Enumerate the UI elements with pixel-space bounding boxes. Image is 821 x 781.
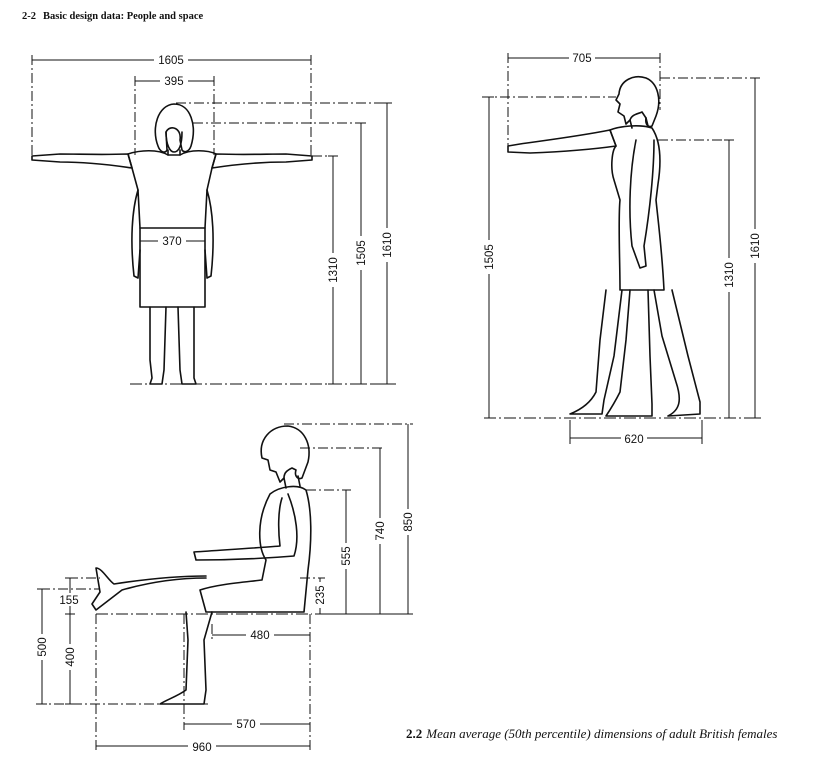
label-front-eye-height: 1505 [356, 240, 368, 266]
label-side-shoulder-height: 1310 [724, 262, 736, 288]
side-standing-figure [507, 76, 701, 417]
label-elbow-height: 235 [315, 585, 327, 604]
label-buttock-knee: 570 [236, 719, 255, 731]
label-seat-height: 400 [65, 647, 77, 666]
page-header: 2-2 Basic design data: People and space [22, 11, 203, 22]
label-sitting-height: 850 [403, 512, 415, 531]
label-side-stature: 1610 [750, 233, 762, 259]
section-number: 2-2 [22, 11, 36, 22]
label-span-width: 1605 [158, 55, 184, 67]
label-seated-eye-height: 740 [375, 521, 387, 540]
section-title: Basic design data: People and space [43, 11, 204, 22]
caption-number: 2.2 [406, 726, 423, 741]
label-front-shoulder-height: 1310 [328, 257, 340, 283]
label-step-depth: 620 [624, 434, 643, 446]
label-seated-shoulder-height: 555 [341, 546, 353, 565]
label-head-width: 395 [164, 76, 183, 88]
label-forward-reach: 705 [572, 53, 591, 65]
label-buttock-foot: 960 [192, 742, 211, 754]
label-side-eye-height: 1505 [484, 244, 496, 270]
label-front-stature: 1610 [382, 232, 394, 258]
label-hip-width: 370 [162, 236, 181, 248]
label-foot-raise: 155 [59, 595, 78, 607]
seated-figure [91, 425, 312, 705]
caption-text: Mean average (50th percentile) dimension… [426, 726, 778, 741]
label-knee-height: 500 [37, 637, 49, 656]
label-seat-depth: 480 [250, 630, 269, 642]
seated-reference-lines [36, 423, 413, 750]
